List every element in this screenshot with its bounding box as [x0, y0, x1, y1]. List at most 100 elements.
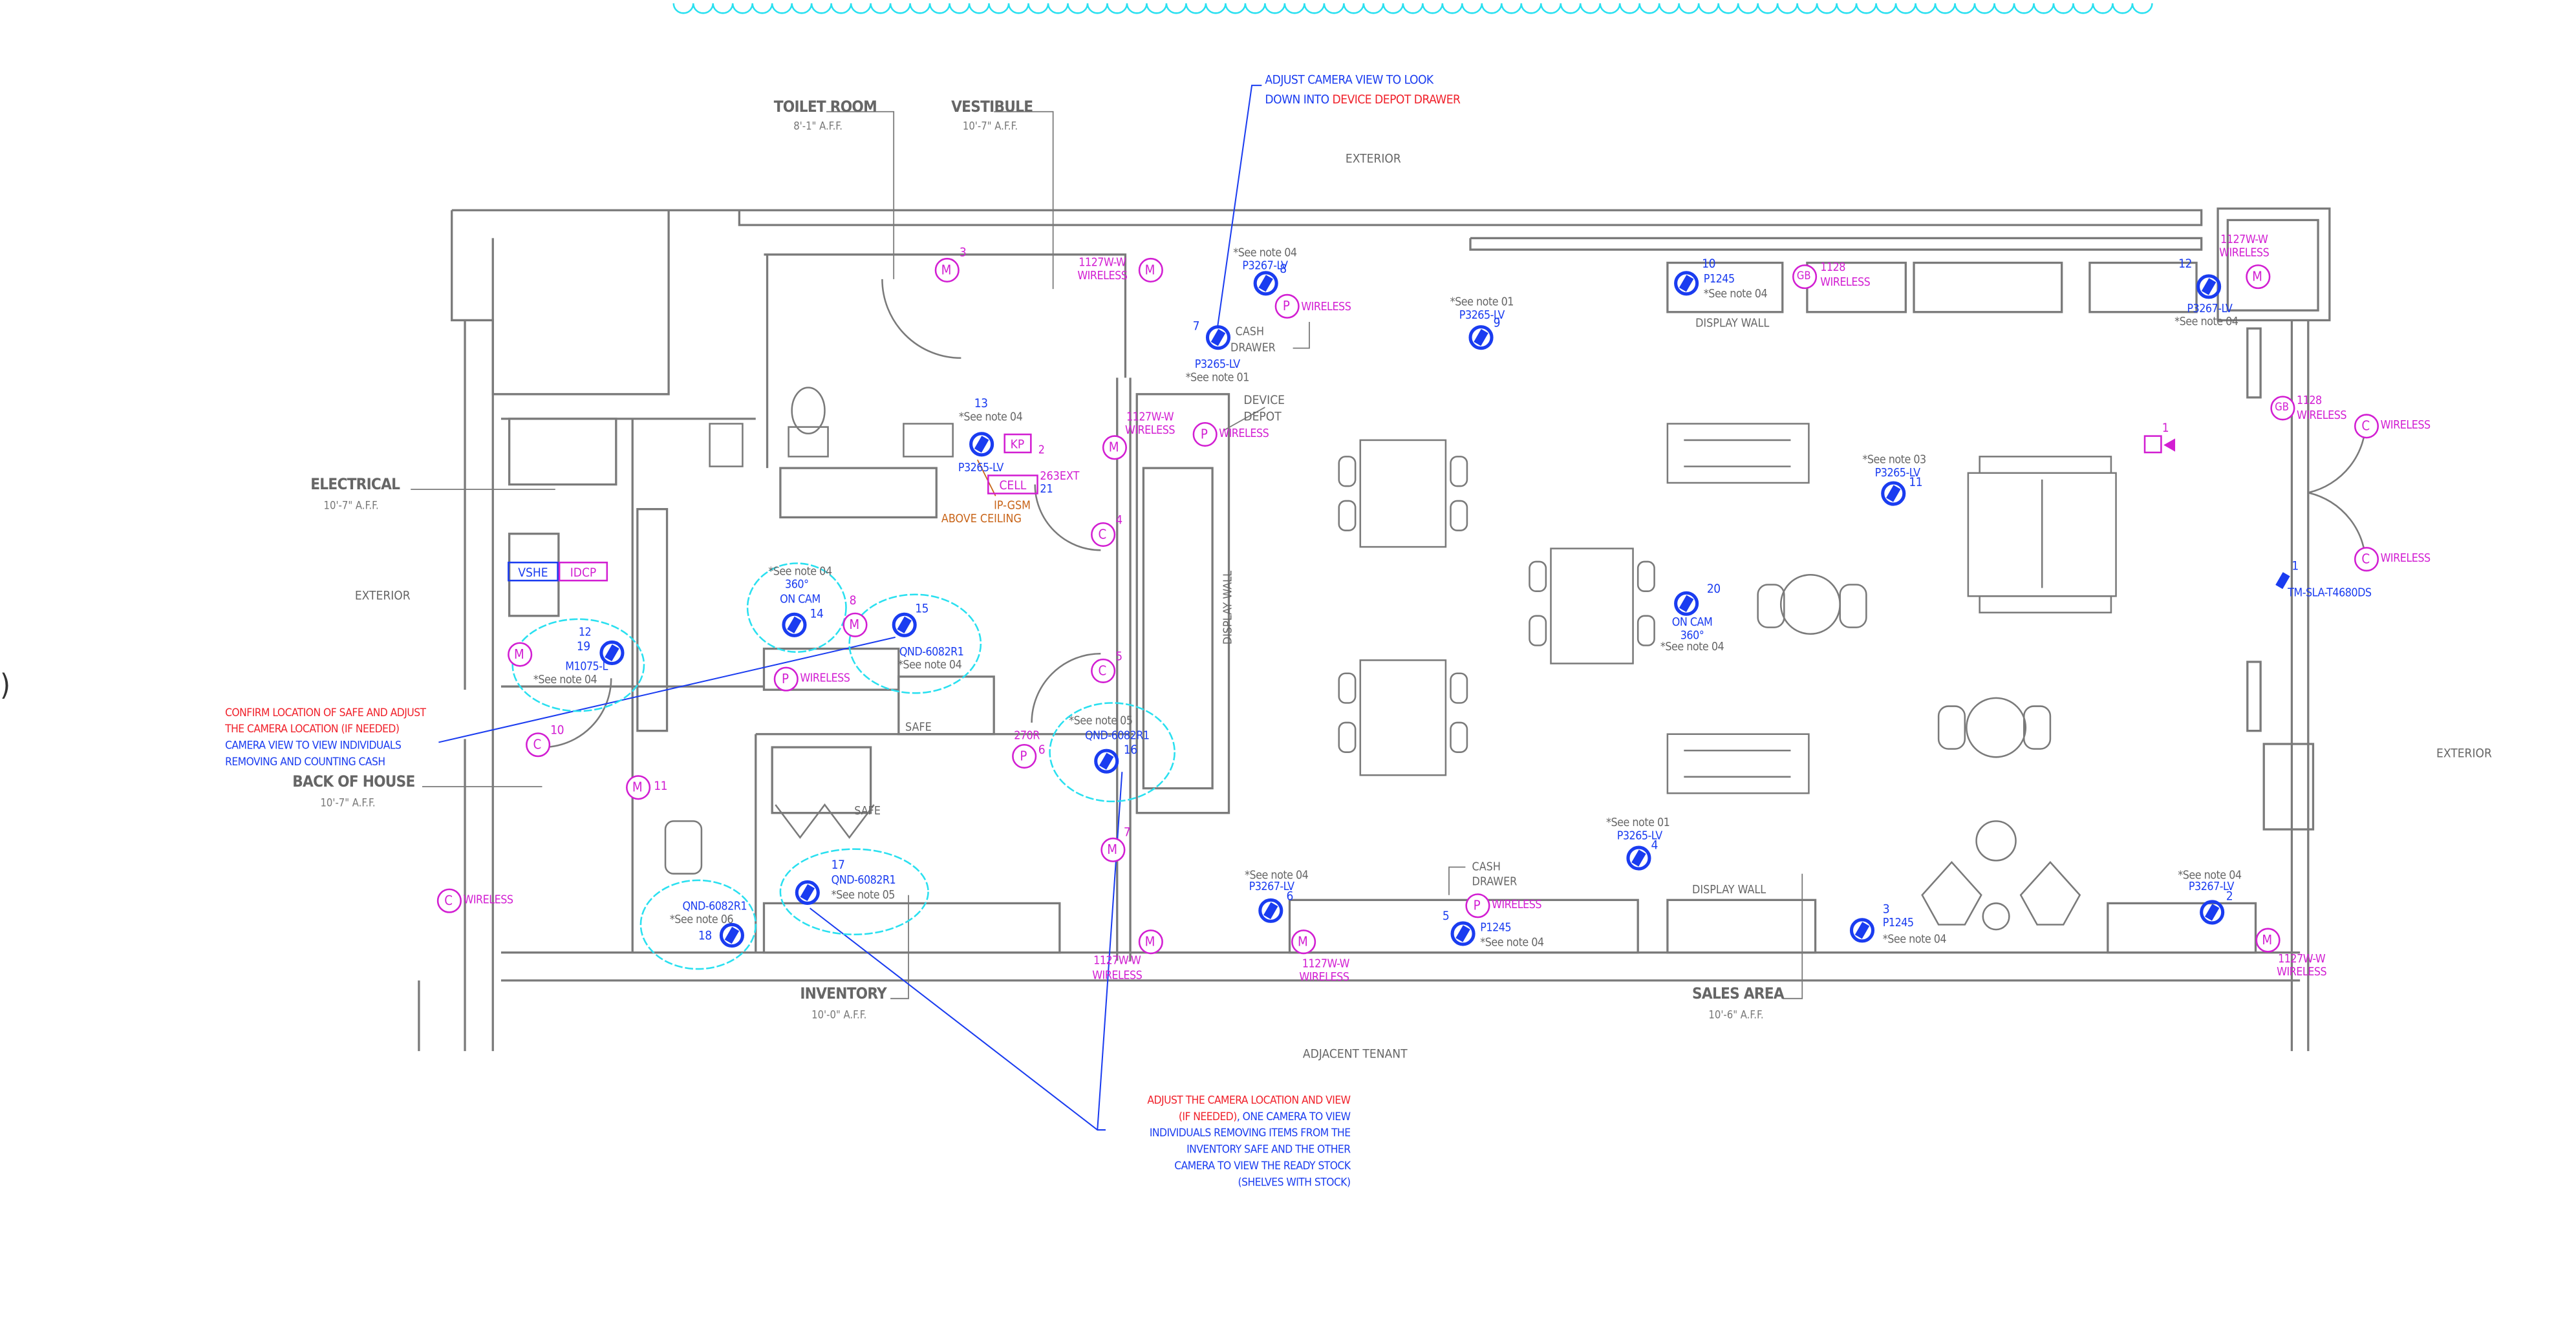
motion-icon[interactable]: M [2245, 263, 2270, 288]
note-bottom-blue-3: INDIVIDUALS REMOVING ITEMS FROM THE [1149, 1126, 1351, 1140]
device-label: *See note 05 [831, 888, 896, 902]
contact-icon[interactable]: C [436, 887, 461, 913]
device-label: WIRELESS [1077, 269, 1128, 283]
camera-icon[interactable] [1252, 270, 1278, 295]
motion-icon[interactable]: M [625, 774, 650, 800]
camera-icon[interactable] [1849, 917, 1874, 942]
motion-icon[interactable]: M [1101, 434, 1126, 460]
contact-icon[interactable]: C [2353, 546, 2378, 571]
room-label-sales-area: SALES AREA [1692, 985, 1785, 1004]
motion-icon[interactable]: M [506, 641, 531, 666]
camera-icon[interactable] [1468, 324, 1493, 349]
device-number: 20 [1706, 581, 1721, 597]
device-number: 5 [1442, 908, 1450, 923]
leader-lines [411, 111, 1803, 999]
motion-icon[interactable]: M [1290, 928, 1315, 953]
glassbreak-icon[interactable]: GB [2270, 395, 2295, 420]
camera-icon[interactable] [2273, 571, 2290, 588]
contact-icon[interactable]: C [2353, 413, 2378, 438]
adjacent-tenant-label: ADJACENT TENANT [1302, 1046, 1408, 1061]
device-label: QND-6082R1 [682, 900, 747, 913]
camera-icon[interactable] [968, 430, 993, 456]
note-left-blue-2: REMOVING AND COUNTING CASH [225, 755, 385, 769]
device-label: WIRELESS [1125, 423, 1175, 437]
motion-icon[interactable]: M [1137, 928, 1163, 953]
display-wall-label-vertical: DISPLAY WALL [1221, 570, 1235, 645]
camera-icon[interactable] [1626, 845, 1651, 870]
device-label: P3265-LV [1616, 829, 1662, 843]
motion-icon[interactable]: M [1100, 836, 1125, 862]
camera-icon[interactable] [1880, 480, 1905, 505]
motion-icon[interactable]: M [934, 257, 959, 282]
camera-icon[interactable] [1093, 748, 1119, 773]
camera-icon[interactable] [794, 879, 819, 904]
device-label: *See note 03 [1862, 453, 1926, 467]
note-bottom-blue-5: CAMERA TO VIEW THE READY STOCK [1174, 1159, 1351, 1173]
camera-icon[interactable] [1673, 590, 1698, 615]
device-label: *See note 04 [1245, 869, 1309, 882]
device-label: *See note 01 [1606, 816, 1670, 830]
cell-leader [976, 460, 996, 496]
note-left-red-1: CONFIRM LOCATION OF SAFE AND ADJUST [225, 706, 426, 719]
camera-icon[interactable] [2198, 899, 2224, 924]
panic-icon[interactable]: P [1192, 421, 1217, 446]
device-label: QND-6082R1 [1084, 729, 1150, 743]
contact-icon[interactable]: C [1089, 657, 1115, 683]
device-label: WIRELESS [1492, 898, 1542, 912]
exterior-label-right: EXTERIOR [2436, 745, 2492, 761]
camera-icon[interactable] [1257, 897, 1283, 922]
device-label: WIRELESS [463, 893, 514, 907]
panic-icon[interactable]: P [1011, 743, 1036, 768]
device-number: 17 [831, 857, 845, 873]
camera-icon[interactable] [891, 611, 916, 637]
device-number: 6 [1286, 888, 1293, 904]
device-number: 8 [849, 593, 857, 608]
device-label: WIRELESS [1301, 300, 1351, 314]
device-label: WIRELESS [1092, 969, 1143, 982]
room-label-vestibule: VESTIBULE [951, 98, 1033, 117]
glassbreak-icon[interactable]: GB [1791, 263, 1816, 288]
device-number: 10 [550, 722, 564, 738]
camera-icon[interactable] [1673, 270, 1698, 295]
device-label: 1127W-W [1126, 410, 1174, 424]
panic-icon[interactable]: P [1465, 892, 1490, 918]
exterior-label-left: EXTERIOR [354, 588, 411, 603]
note-bottom-blue-2: , ONE CAMERA TO VIEW [1236, 1110, 1351, 1123]
room-height-vestibule: 10'-7" A.F.F. [962, 120, 1018, 133]
panic-icon[interactable]: P [1274, 293, 1299, 318]
cash-drawer-label-top-2: DRAWER [1230, 341, 1276, 355]
motion-icon[interactable]: M [842, 611, 867, 637]
device-label: P3265-LV [958, 461, 1004, 475]
device-number: 15 [915, 600, 929, 616]
motion-icon[interactable]: M [1137, 257, 1163, 282]
device-number: 7 [1123, 824, 1131, 840]
device-depot-label-1: DEVICE [1243, 392, 1285, 408]
siren-icon[interactable] [2143, 434, 2174, 452]
camera-icon[interactable] [2195, 273, 2220, 299]
revision-cloud-scallops [672, 3, 2153, 14]
camera-icon[interactable] [781, 611, 806, 637]
note-left-blue-1: CAMERA VIEW TO VIEW INDIVIDUALS [225, 739, 402, 752]
device-label: P3267-LV [2187, 302, 2233, 315]
device-number: 19 [576, 639, 590, 654]
contact-icon[interactable]: C [1089, 521, 1115, 546]
device-number: 8 [1280, 260, 1287, 276]
camera-icon[interactable] [599, 639, 624, 664]
camera-icon[interactable] [1205, 324, 1230, 349]
note-bottom-blue-4: INVENTORY SAFE AND THE OTHER [1186, 1143, 1351, 1156]
panic-icon[interactable]: P [773, 666, 798, 691]
revision-cloud-top [672, 3, 2153, 14]
device-number: 4 [1115, 512, 1122, 527]
device-label: WIRELESS [800, 672, 850, 685]
device-label: *See note 04 [1660, 640, 1724, 654]
device-label: *See note 06 [669, 913, 734, 927]
device-label: 270R [1014, 729, 1040, 743]
contact-icon[interactable]: C [524, 731, 550, 757]
edge-mark: ) [0, 668, 11, 703]
room-label-back-of-house: BACK OF HOUSE [292, 773, 415, 792]
camera-icon[interactable] [1450, 920, 1475, 946]
device-label: *See note 04 [958, 410, 1023, 424]
motion-icon[interactable]: M [2255, 927, 2280, 952]
room-height-back-of-house: 10'-7" A.F.F. [320, 796, 376, 810]
camera-icon[interactable] [718, 922, 744, 947]
